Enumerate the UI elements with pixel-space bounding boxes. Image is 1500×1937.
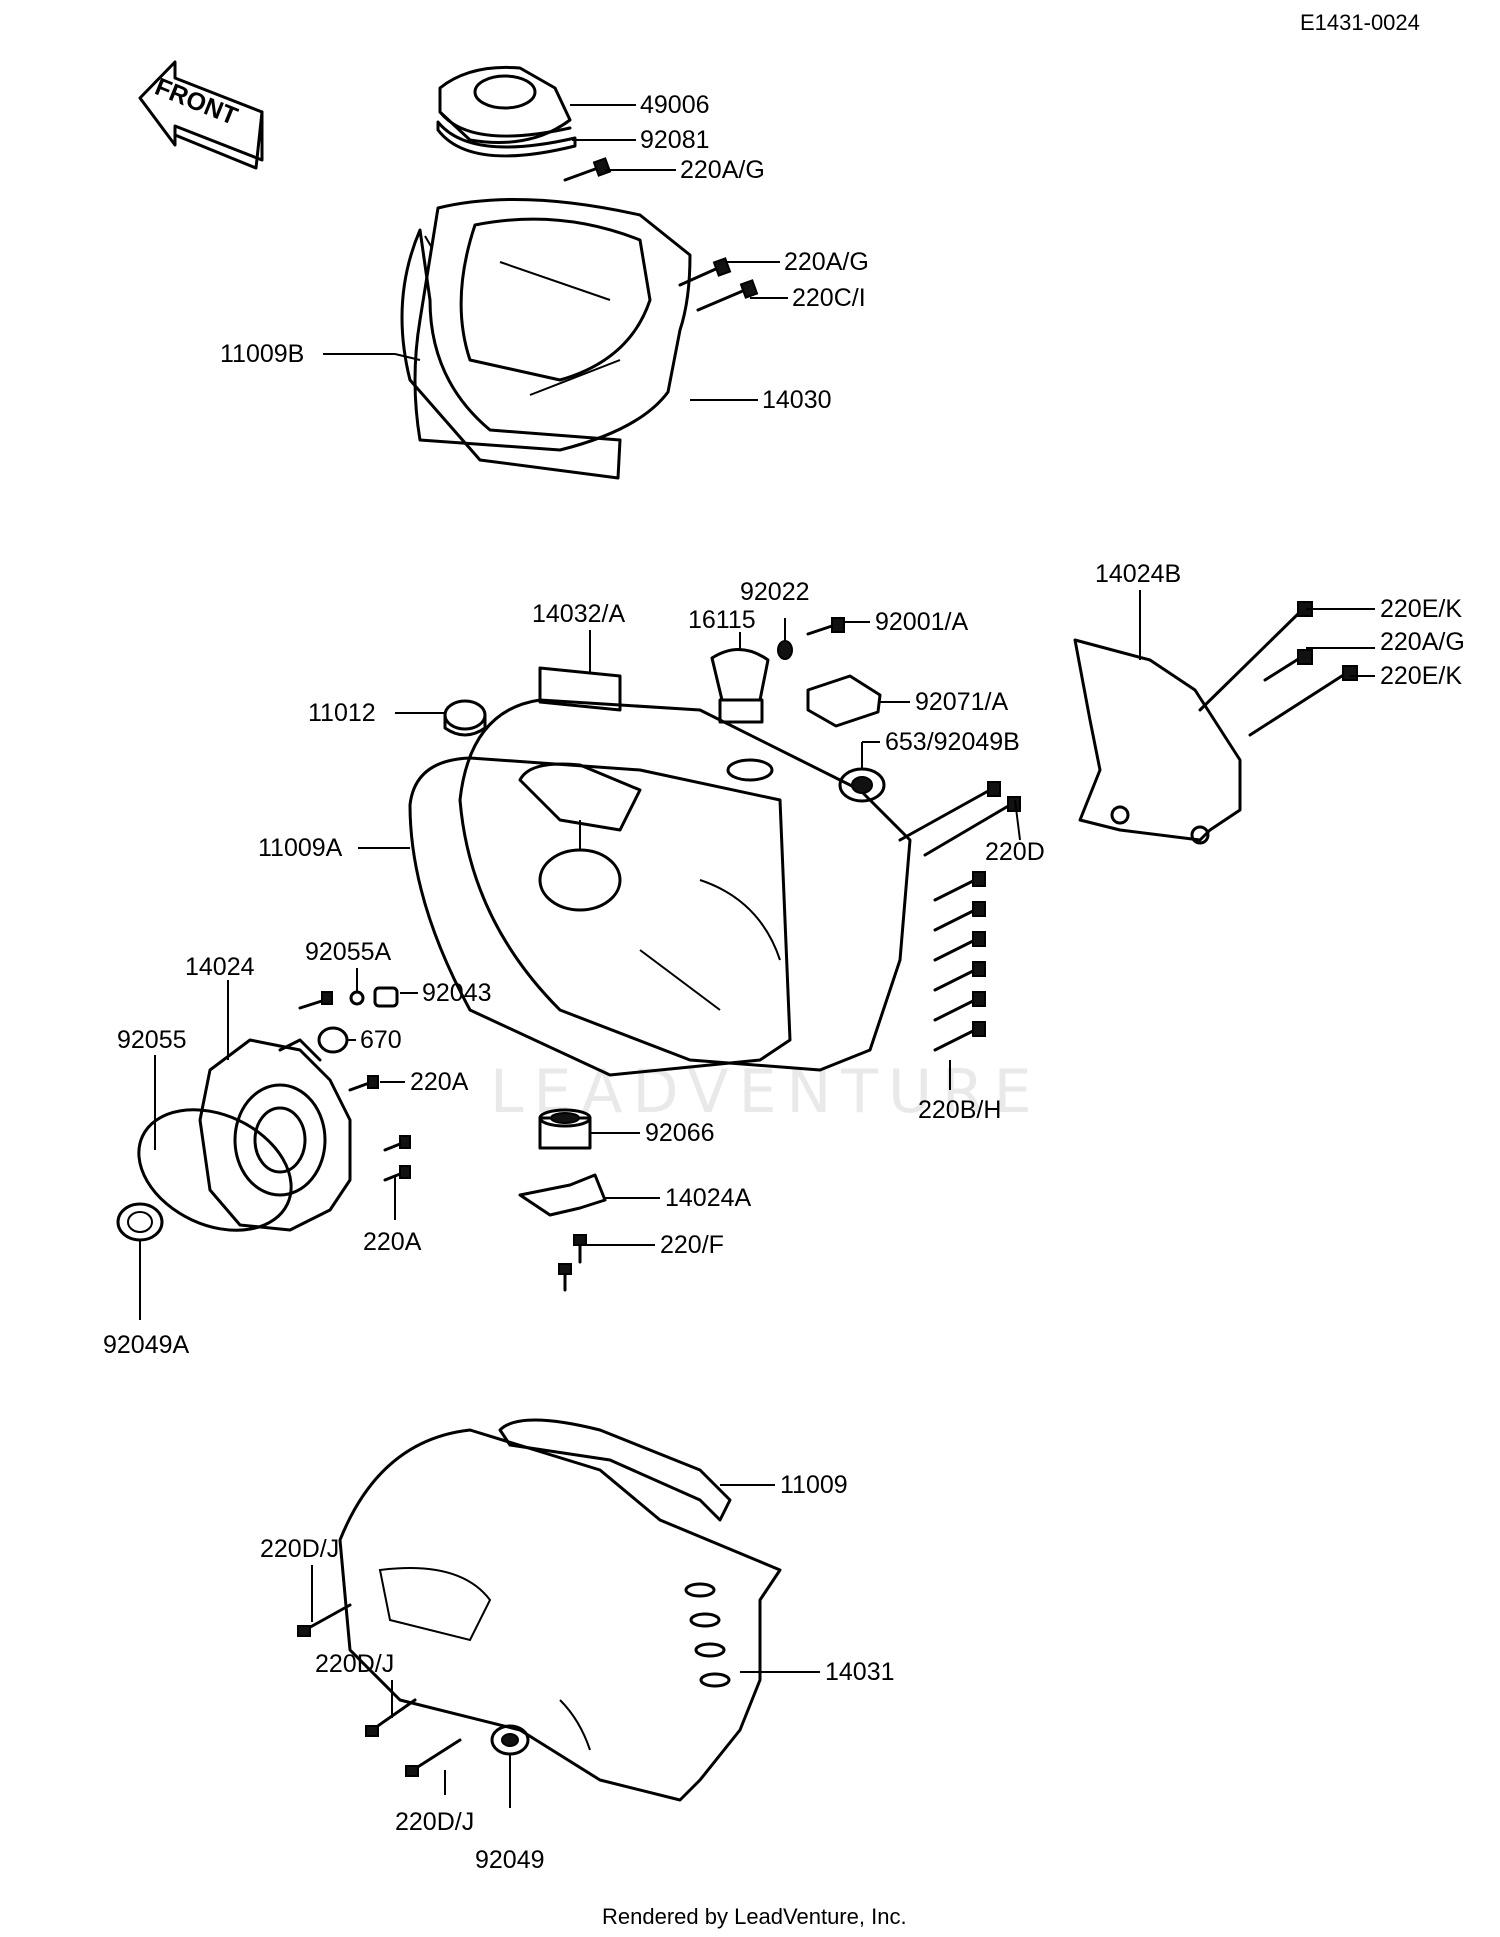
label-220a-1: 220A xyxy=(410,1068,469,1096)
document-id: E1431-0024 xyxy=(1300,10,1420,35)
label-220dj-1: 220D/J xyxy=(260,1535,339,1563)
screw-220ci xyxy=(696,279,759,312)
label-92043: 92043 xyxy=(422,979,492,1007)
label-220ag-3: 220A/G xyxy=(1380,628,1465,656)
crankcase-cover-group xyxy=(408,617,912,1077)
label-92066: 92066 xyxy=(645,1119,715,1147)
label-14024: 14024 xyxy=(185,953,255,981)
label-220ek-1: 220E/K xyxy=(1380,595,1462,623)
label-92055: 92055 xyxy=(117,1026,187,1054)
screw-220ag-mid xyxy=(678,257,732,287)
label-14024a: 14024A xyxy=(665,1184,752,1212)
label-220dj-2: 220D/J xyxy=(315,1650,394,1678)
label-220ag-2: 220A/G xyxy=(784,248,869,276)
label-92022: 92022 xyxy=(740,578,810,606)
label-670: 670 xyxy=(360,1026,402,1054)
label-14032a: 14032/A xyxy=(532,600,625,628)
label-92001a: 92001/A xyxy=(875,608,968,636)
bracket-14024a-group xyxy=(518,1108,607,1292)
label-220d: 220D xyxy=(985,838,1045,866)
bolts-220bh xyxy=(933,871,986,1052)
label-220ag-1: 220A/G xyxy=(680,156,765,184)
front-arrow: FRONT xyxy=(138,60,264,170)
screw-220ag-top xyxy=(563,157,612,182)
label-92049a: 92049A xyxy=(103,1331,190,1359)
label-11009a: 11009A xyxy=(258,834,343,862)
front-label: FRONT xyxy=(151,73,241,131)
label-11012: 11012 xyxy=(308,699,376,727)
label-220ek-2: 220E/K xyxy=(1380,662,1462,690)
label-220dj-3: 220D/J xyxy=(395,1808,474,1836)
bracket-14024b-group xyxy=(898,601,1358,857)
label-220ci: 220C/I xyxy=(792,284,866,312)
label-11009b: 11009B xyxy=(220,340,304,368)
label-92081: 92081 xyxy=(640,126,710,154)
cover-14031-group xyxy=(297,1418,782,1802)
label-14024b: 14024B xyxy=(1095,560,1181,588)
label-14030: 14030 xyxy=(762,386,832,414)
label-220f: 220/F xyxy=(660,1231,724,1259)
footer-credit: Rendered by LeadVenture, Inc. xyxy=(602,1904,907,1929)
part-labels: 49006 92081 220A/G 220A/G 220C/I 11009B … xyxy=(103,91,1465,1874)
label-92071a: 92071/A xyxy=(915,688,1008,716)
label-16115: 16115 xyxy=(688,606,756,634)
label-220a-2: 220A xyxy=(363,1228,422,1256)
label-14031: 14031 xyxy=(825,1658,895,1686)
cover-14030-group xyxy=(400,65,759,480)
label-653-92049b: 653/92049B xyxy=(885,728,1020,756)
label-92055a: 92055A xyxy=(305,938,392,966)
cover-14024-group xyxy=(116,986,411,1242)
label-220bh: 220B/H xyxy=(918,1096,1001,1124)
label-92049: 92049 xyxy=(475,1846,545,1874)
watermark: LEADVENTURE xyxy=(490,1057,1042,1127)
label-49006: 49006 xyxy=(640,91,710,119)
label-11009: 11009 xyxy=(780,1471,848,1499)
leader-lines xyxy=(139,104,1375,1808)
